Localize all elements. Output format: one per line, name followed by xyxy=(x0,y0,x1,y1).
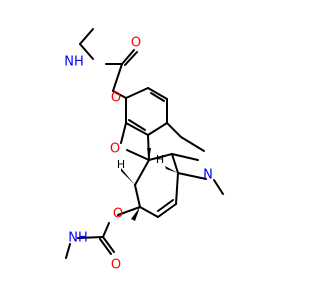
bond xyxy=(150,92,165,102)
bond xyxy=(112,90,127,99)
stereo-bonds xyxy=(121,148,178,221)
atom-label-h-left: H xyxy=(117,158,125,171)
bond xyxy=(139,206,159,218)
stereo-wedge xyxy=(131,207,140,221)
atom-label-nh-bottom: NH xyxy=(68,231,88,246)
bond xyxy=(213,179,224,195)
bond xyxy=(134,159,150,186)
atom-label-o-carbonyl-bottom: O xyxy=(111,258,121,273)
bond xyxy=(125,87,149,99)
bond xyxy=(180,136,205,152)
bond xyxy=(126,149,150,161)
bond xyxy=(177,172,207,180)
bond xyxy=(128,119,146,131)
atom-label-o-ester-bottom: O xyxy=(113,207,123,222)
stereo-wedge xyxy=(121,168,135,185)
bond xyxy=(121,49,135,65)
atom-label-n-ring: N xyxy=(203,168,213,183)
bond xyxy=(99,238,112,255)
bond xyxy=(147,122,168,136)
bond xyxy=(112,63,123,92)
molecule-diagram: NH O O O N O NH O H H xyxy=(64,28,224,273)
bond xyxy=(171,153,179,174)
bond xyxy=(175,172,179,205)
bond xyxy=(157,199,174,212)
atom-label-nh-top: NH xyxy=(64,55,84,70)
bond xyxy=(171,153,199,161)
bond xyxy=(102,236,115,253)
bond xyxy=(124,51,138,66)
stereo-wedge xyxy=(147,148,151,160)
atom-label-o-ether: O xyxy=(110,142,120,157)
structure-svg: NH O O O N O NH O H H xyxy=(64,28,224,273)
atom-label-h-right: H xyxy=(156,153,164,166)
stereo-wedge xyxy=(165,166,178,173)
bond xyxy=(79,28,94,45)
bond xyxy=(134,184,141,208)
bond xyxy=(147,87,168,100)
bond xyxy=(120,122,127,144)
bond xyxy=(102,222,110,238)
atom-label-o-ester-top: O xyxy=(111,91,121,106)
bond xyxy=(148,153,173,161)
bond xyxy=(166,122,182,138)
bond xyxy=(117,206,141,216)
bond xyxy=(157,203,177,218)
bond xyxy=(79,43,94,60)
bond xyxy=(65,243,71,259)
bond xyxy=(125,122,149,136)
bond xyxy=(77,236,104,239)
atom-label-o-carbonyl-top: O xyxy=(131,36,141,51)
bonds xyxy=(65,28,224,259)
